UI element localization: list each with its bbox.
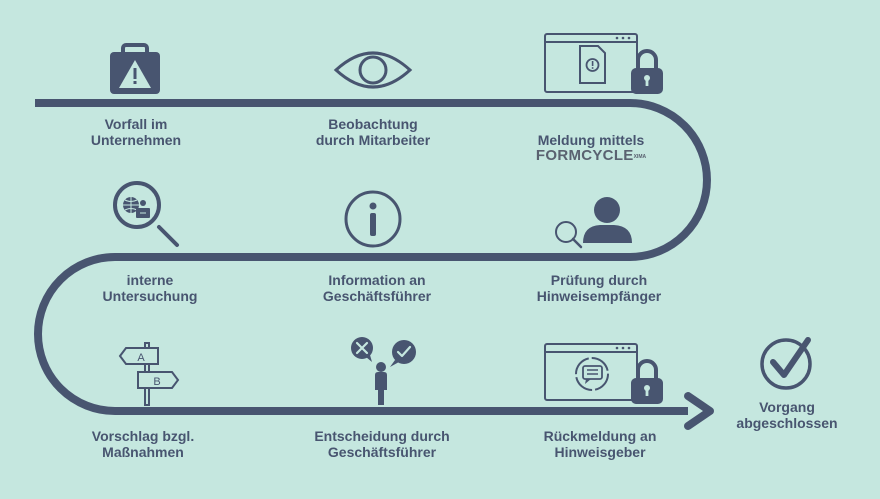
step-1-label: Vorfall im Unternehmen — [90, 116, 182, 148]
step-8-label: Entscheidung durch Geschäftsführer — [314, 428, 450, 460]
step-6-label: interne Untersuchung — [102, 272, 198, 304]
formcycle-logo: FORMCYCLEXIMA — [501, 148, 681, 164]
magnifier-investigation-icon — [113, 181, 179, 247]
step-7-label: Vorschlag bzgl. Maßnahmen — [91, 428, 195, 460]
user-search-icon — [555, 197, 632, 249]
formcycle-logo-text: FORMCYCLE — [535, 147, 634, 164]
info-icon — [344, 190, 402, 248]
decision-person-icon — [351, 337, 416, 405]
sign-a-label: A — [137, 352, 145, 364]
locked-document-window-icon — [544, 33, 663, 94]
step-3-label: Meldung mittels FORMCYCLEXIMA — [501, 116, 681, 180]
arrow-head — [684, 392, 714, 430]
warning-case-icon — [110, 43, 160, 94]
eye-icon — [333, 51, 413, 89]
step-4-label: Prüfung durch Hinweisempfänger — [536, 272, 662, 304]
step-9-label: Rückmeldung an Hinweisgeber — [543, 428, 657, 460]
process-path — [34, 99, 711, 415]
locked-feedback-window-icon — [544, 343, 663, 404]
checkmark-circle-icon — [760, 337, 812, 390]
step-2-label: Beobachtung durch Mitarbeiter — [315, 116, 431, 148]
step-10-label: Vorgang abgeschlossen — [736, 399, 838, 431]
signpost-icon: A B — [118, 342, 180, 406]
sign-b-label: B — [153, 376, 160, 388]
xima-mark: XIMA — [633, 154, 647, 160]
step-5-label: Information an Geschäftsführer — [322, 272, 432, 304]
step-3-text: Meldung mittels — [537, 132, 645, 148]
